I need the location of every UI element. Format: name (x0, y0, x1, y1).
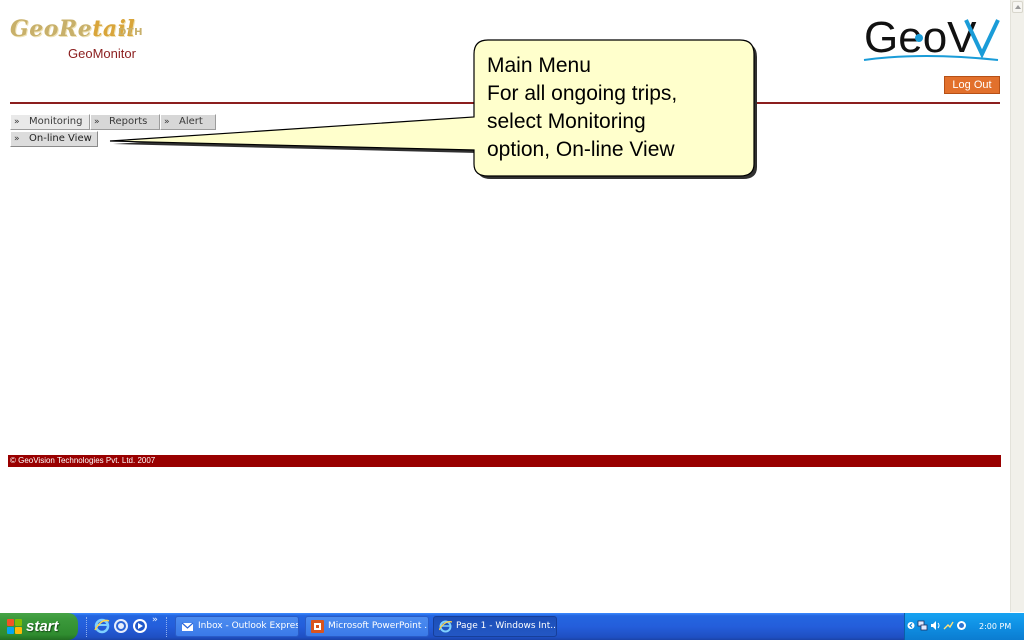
clock[interactable]: 2:00 PM (979, 622, 1012, 631)
connection-icon[interactable] (943, 620, 954, 631)
task-button-outlook[interactable]: Inbox - Outlook Express (175, 616, 299, 637)
geov-logo: GeoV (863, 13, 1000, 62)
windows-taskbar: start » Inbox - Outlook Express (0, 613, 1024, 640)
callout-line-4: option, On-line View (487, 138, 675, 161)
task-label: Inbox - Outlook Express (198, 621, 299, 631)
task-label: Page 1 - Windows Int... (456, 621, 557, 631)
menu-item-alert[interactable]: » Alert (160, 114, 216, 130)
quicklaunch-overflow-icon[interactable]: » (152, 615, 158, 625)
security-icon[interactable] (956, 620, 967, 631)
menu-item-monitoring[interactable]: » Monitoring (10, 114, 90, 130)
system-tray: 2:00 PM (904, 613, 1024, 640)
windows-flag-icon (7, 619, 22, 634)
menu-item-label: Alert (179, 116, 203, 127)
brand-subtitle: GeoMonitor (68, 46, 136, 61)
outlook-express-icon[interactable] (113, 618, 129, 634)
georetail-logo: GeoRetail (10, 16, 135, 42)
powerpoint-icon (311, 620, 324, 633)
tray-expand-icon[interactable] (907, 620, 915, 631)
chevron-right-icon: » (94, 117, 100, 127)
menu-item-label: Monitoring (29, 116, 83, 127)
callout-line-3: select Monitoring (487, 110, 646, 133)
task-button-ie-page[interactable]: Page 1 - Windows Int... (433, 616, 557, 637)
internet-explorer-icon[interactable] (94, 618, 110, 634)
chevron-right-icon: » (14, 117, 20, 127)
submenu-item-online-view[interactable]: » On-line View (10, 131, 98, 147)
media-player-icon[interactable] (132, 618, 148, 634)
copyright-bar: © GeoVision Technologies Pvt. Ltd. 2007 (8, 455, 1001, 467)
chevron-right-icon: » (14, 134, 20, 144)
main-menu: » Monitoring » Reports » Alert (10, 114, 216, 130)
start-label: start (26, 618, 59, 635)
menu-item-label: Reports (109, 116, 148, 127)
chevron-right-icon: » (164, 117, 170, 127)
callout-text: Main Menu For all ongoing trips, select … (487, 52, 747, 164)
outlook-express-icon (181, 622, 194, 631)
internet-explorer-icon (439, 620, 452, 633)
vertical-scrollbar[interactable] (1010, 0, 1024, 612)
task-separator (166, 617, 169, 637)
submenu-item-label: On-line View (29, 133, 92, 144)
task-label: Microsoft PowerPoint ... (328, 621, 429, 631)
scroll-up-arrow-icon[interactable] (1012, 1, 1023, 13)
brand-text-b: tail (92, 16, 136, 42)
callout-line-1: Main Menu (487, 54, 591, 77)
network-icon[interactable] (917, 620, 928, 631)
menu-item-reports[interactable]: » Reports (90, 114, 160, 130)
task-button-powerpoint[interactable]: Microsoft PowerPoint ... (305, 616, 429, 637)
start-button[interactable]: start (0, 613, 78, 640)
brand-text-a: GeoRe (10, 16, 93, 42)
brand-superscript: DTH (118, 27, 143, 38)
callout-line-2: For all ongoing trips, (487, 82, 678, 105)
logout-button[interactable]: Log Out (944, 76, 1000, 94)
quicklaunch-separator (86, 617, 89, 637)
volume-icon[interactable] (930, 620, 941, 631)
